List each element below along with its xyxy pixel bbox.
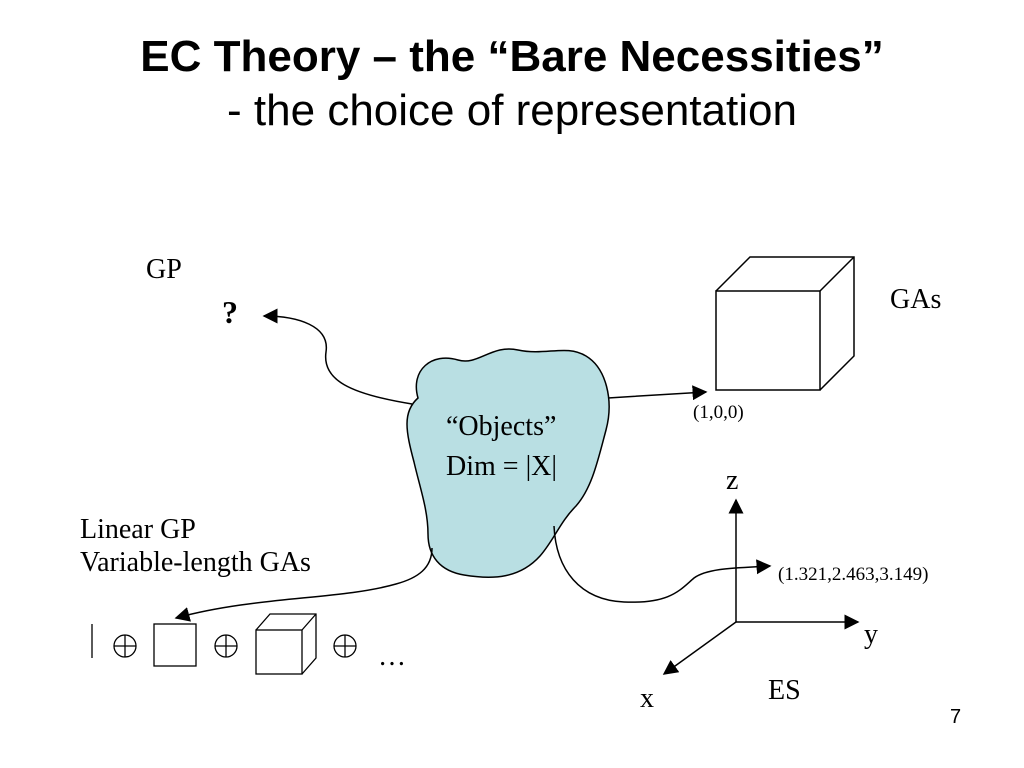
axis-y-label: y (864, 619, 878, 650)
small-cube-genome (255, 613, 317, 675)
es-coordinate: (1.321,2.463,3.149) (778, 564, 929, 585)
oplus-icon (214, 634, 238, 658)
arrow-to-linear-gp (174, 547, 433, 622)
es-label: ES (768, 675, 801, 706)
linear-gp-sequence (91, 613, 357, 675)
oplus-icon (333, 634, 357, 658)
arrow-to-es (553, 525, 772, 603)
es-axes (662, 498, 860, 675)
arrow-to-gas (607, 385, 708, 401)
gas-label: GAs (890, 284, 942, 315)
ga-cube (715, 256, 855, 391)
gp-unknown-mark: ? (222, 294, 238, 330)
linear-gp-label: Linear GP (80, 514, 196, 545)
objects-blob (406, 348, 610, 579)
objects-label: “Objects” (446, 411, 557, 442)
page-number: 7 (950, 706, 962, 728)
square-genome (153, 623, 197, 667)
gas-coordinate: (1,0,0) (693, 402, 744, 423)
oplus-icon (113, 634, 137, 658)
variable-length-gas-label: Variable-length GAs (80, 547, 311, 578)
axis-x-label: x (640, 683, 654, 714)
slide-title: EC Theory – the “Bare Necessities” (140, 32, 884, 81)
gp-label: GP (146, 254, 182, 285)
slide-title-block: EC Theory – the “Bare Necessities” - the… (0, 30, 1024, 138)
slide-subtitle: - the choice of representation (227, 86, 797, 135)
arrow-to-gp (262, 308, 413, 405)
sequence-ellipsis: … (378, 641, 406, 672)
axis-z-label: z (726, 465, 739, 496)
objects-dim-label: Dim = |X| (446, 451, 558, 482)
